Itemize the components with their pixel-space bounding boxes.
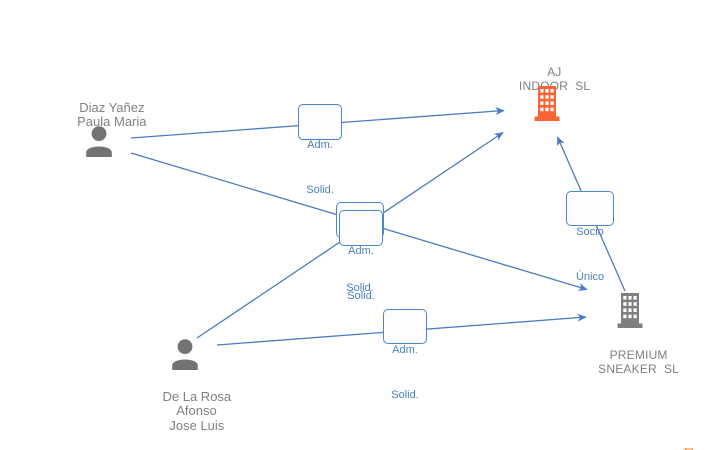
node-label-line: SNEAKER SL xyxy=(598,362,680,376)
edge-label-line: Solid. xyxy=(347,290,375,302)
person-icon[interactable] xyxy=(171,338,199,370)
node-label-line: AJ xyxy=(547,64,562,79)
node-label-line: De La Rosa xyxy=(162,388,232,404)
node-label-premium-sneaker: PREMIUM SNEAKER SL xyxy=(533,333,723,391)
edge-label-line: Adm. xyxy=(392,344,418,356)
node-label-de-la-rosa: De La Rosa Afonso Jose Luis xyxy=(101,375,271,448)
node-label-line: Diaz Yañez xyxy=(79,100,145,115)
node-label-line: PREMIUM xyxy=(609,347,668,362)
edge-label-line: Solid. xyxy=(391,389,419,401)
node-label-diaz: Diaz Yañez Paula Maria xyxy=(21,87,181,143)
brand-name: mpresia xyxy=(693,446,728,450)
building-icon[interactable] xyxy=(615,293,645,328)
edge-label-line: Solid. xyxy=(346,282,374,294)
edge-label-delarosa-to-aj[interactable]: Adm. Solid. xyxy=(339,210,383,302)
building-icon[interactable] xyxy=(532,86,562,121)
edge-label-line: Socio xyxy=(576,226,604,238)
person-icon[interactable] xyxy=(85,125,113,157)
edge-label-line: Solid. xyxy=(306,184,334,196)
node-label-line: Afonso xyxy=(176,403,217,418)
node-label-line: Paula Maria xyxy=(77,114,147,129)
edge-label-delarosa-to-premium[interactable]: Adm. Solid. xyxy=(383,309,427,401)
empresia-watermark: © Empresia xyxy=(648,427,728,450)
edge-label-line: Adm. xyxy=(307,139,333,151)
edge-label-premium-to-aj[interactable]: Socio Único xyxy=(566,191,614,283)
edge-label-line: Único xyxy=(575,271,605,283)
node-label-line: Jose Luis xyxy=(169,417,225,433)
edge-label-line: Adm. xyxy=(348,245,374,257)
brand-initial: E xyxy=(682,445,694,450)
edge-label-diaz-to-aj[interactable]: Adm. Solid. xyxy=(298,104,342,196)
